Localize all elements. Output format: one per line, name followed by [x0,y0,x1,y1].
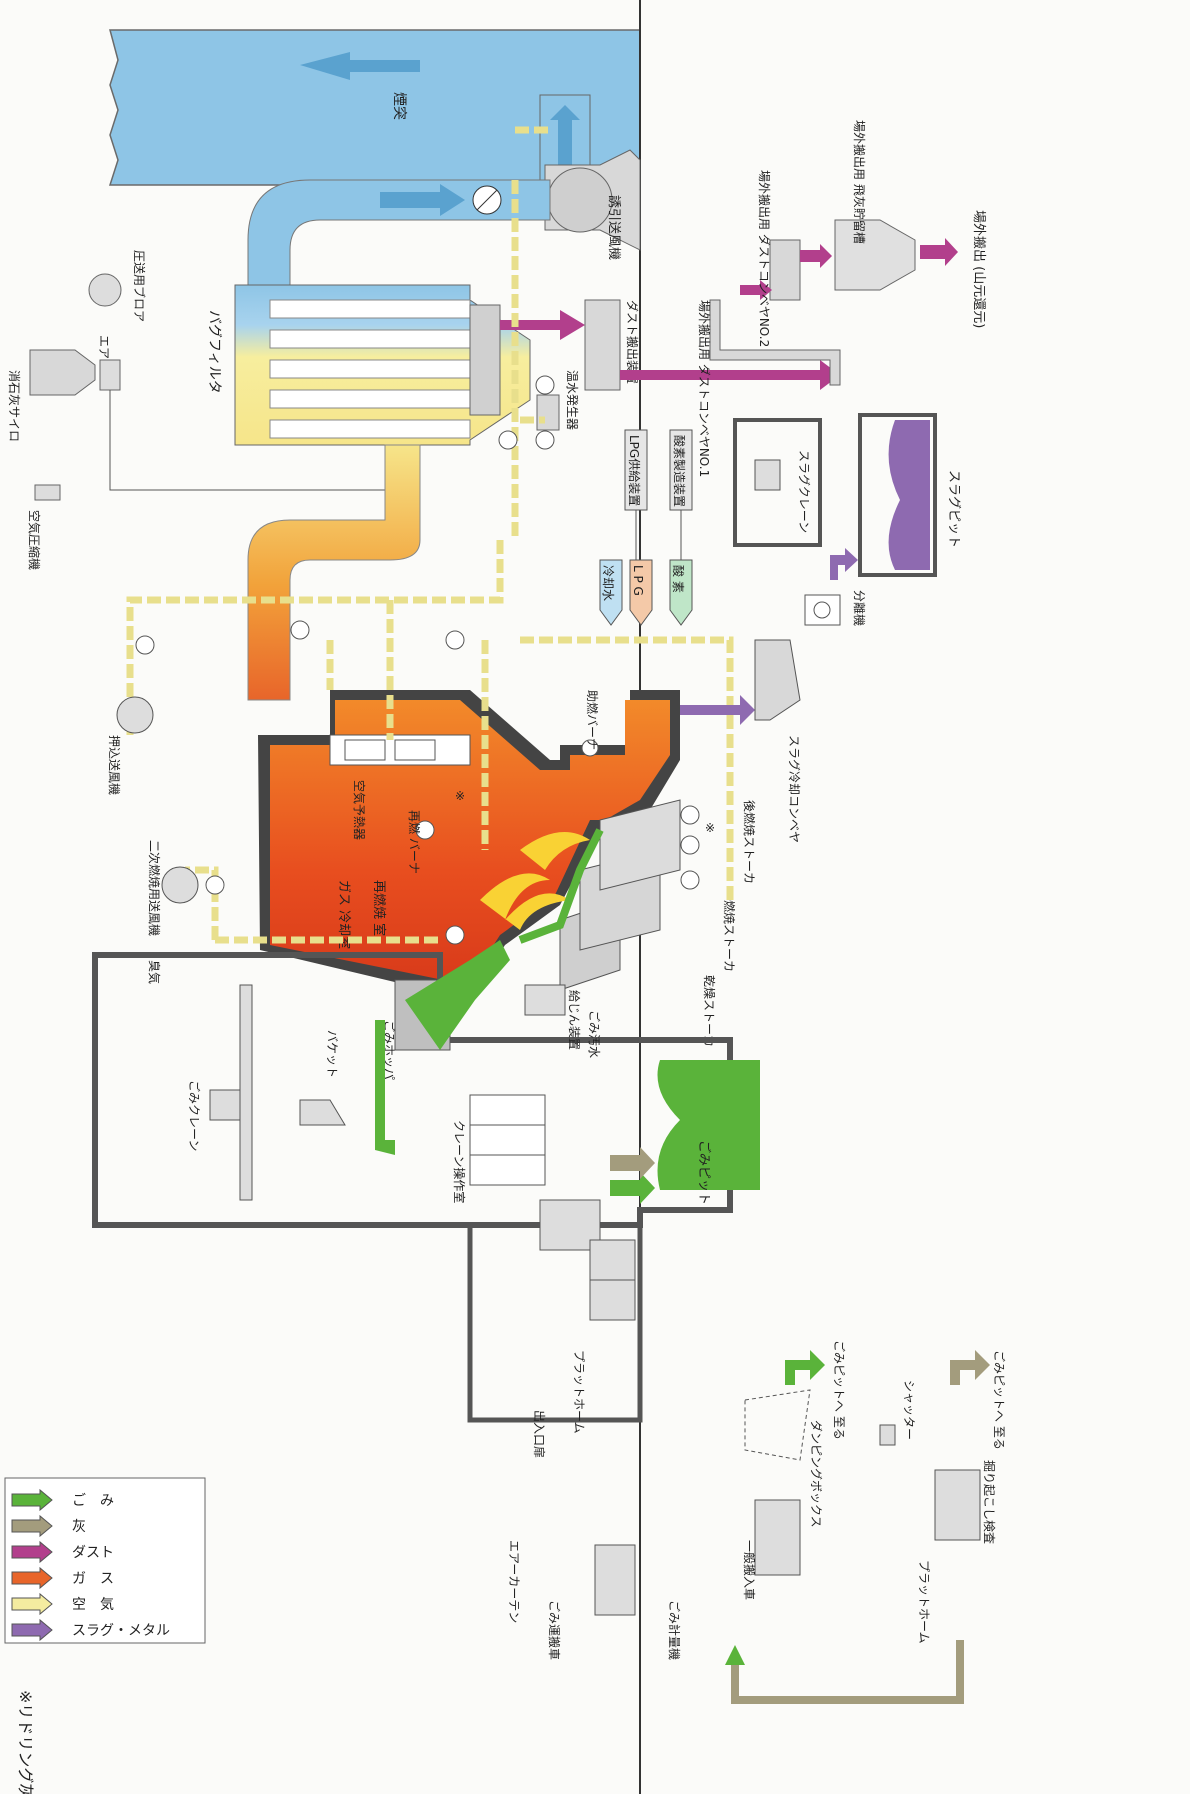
garbage-pit-label: ごみピット [696,1140,712,1205]
legend-label: ご み [72,1493,114,1509]
legend-note: ※リドリング灰 [16,1690,35,1794]
post-stoker-label: 後燃焼ストーカ [742,800,757,884]
legend-label: スラグ・メタル [72,1623,170,1639]
compressor-icon [35,485,60,500]
bag-filter: バグフィルタ [206,285,530,445]
supply-units: LPG供給装置 酸素製造装置 冷却水 L P G 酸 素 [600,430,692,625]
cooling-water-label: 冷却水 [601,565,615,601]
hot-water-label: 温水発生器 [565,370,579,430]
lpg-label: L P G [631,565,645,596]
chimney-label: 煙突 [391,92,407,120]
lpg-supply-label: LPG供給装置 [627,435,641,506]
oxygen-label: 酸 素 [671,565,686,593]
dumping-box-label: ダンピングボックス [809,1420,824,1528]
separator-label: 分離機 [852,590,867,626]
push-fan: 押込送風機 [107,697,153,795]
general-car-label: 一般搬入車 [742,1540,757,1600]
lime-silo-label: 消石灰サイロ [7,370,21,442]
ash-star-label: ※ [705,821,715,835]
legend-label: ガ ス [72,1571,114,1587]
reburn-chamber-label: 再燃焼 室 [371,880,387,936]
dry-stoker-label: 乾燥ストーカ [702,975,716,1047]
burn-stoker-label: 燃焼ストーカ [722,900,737,972]
dust-arrow-icon [620,360,840,390]
platform2-label: プラットホーム [917,1560,931,1644]
induced-fan: 誘引送風機 [545,150,640,260]
slag-system: スラグ冷却コンベヤ 分離機 スラグクレーン スラグピット [680,415,961,843]
crane-room-label: クレーン操作室 [452,1120,467,1203]
wastewater-label: ごみ汚水 [587,1010,602,1058]
slag-conveyor-label: スラグ冷却コンベヤ [787,735,801,843]
garbage-building: ごみピット クレーン操作室 ごみクレーン バケット ごみホッパ 給じん装置 ごみ… [95,940,760,1225]
scale-label: ごみ計量機 [667,1600,682,1660]
legend-label: ダスト [72,1545,114,1561]
conveyor1-label: 場外搬出用 ダストコンベヤNO.1 [697,300,712,477]
secondary-fan: 二次燃焼用送風機 臭気 [147,840,198,984]
shutter-label: シャッター [902,1380,916,1440]
air-preheater-label: 空気予熱器 [352,780,367,840]
slag-crane-label: スラグクレーン [797,450,811,533]
dump-truck-icon [590,1240,635,1280]
conveyor2-label: 場外搬出用 ダストコンベヤNO.2 [757,170,772,347]
to-pit2-label: ごみピットへ 至る [992,1350,1007,1450]
fly-ash-tank [835,220,915,290]
air-curtain-label: エアーカーテン [507,1540,521,1623]
dig-inspection-label: 掘り起こし検査 [982,1460,997,1544]
fly-ash-out-label: 場外搬出 (山元還元) [971,210,986,328]
coke-supply-label: 酸素製造装置 [672,435,687,507]
to-pit1-label: ごみピットへ 至る [832,1340,847,1440]
secondary-fan-label: 二次燃焼用送風機 [147,840,162,936]
truck-label: ごみ運搬車 [547,1600,562,1660]
induced-fan-label: 誘引送風機 [606,195,621,260]
legend-label: 灰 [72,1519,86,1535]
blower-label: 圧送用ブロア [132,250,147,322]
entrance-label: 出入口扉 [532,1410,546,1458]
blower-icon [89,274,121,306]
slag-pit-label: スラグピット [946,470,961,548]
bucket-label: バケット [325,1030,339,1078]
car-icon [755,1500,800,1575]
garbage-truck-icon [595,1545,635,1615]
legend-label: 空 気 [72,1597,114,1613]
aux-burner-label: 助燃バーナ [585,690,600,750]
feeder-label: 給じん装置 [567,990,581,1050]
dump-truck-icon [935,1470,980,1540]
fly-ash-tank-label: 場外搬出用 飛灰貯留槽 [852,120,867,244]
compressor-label: 空気圧縮機 [27,510,42,570]
general-carry-in: 一般搬入車 ダンピングボックス ごみピットへ 至る シャッター ごみピットへ 至… [725,1340,1007,1700]
reburn-burner-label: 再燃 バーナ [407,810,422,874]
dust-arrow-icon [920,238,958,266]
reburn-star-label: ※ [455,789,465,803]
push-fan-label: 押込送風機 [107,735,122,795]
platform-label: プラットホーム [572,1350,586,1434]
bag-filter-label: バグフィルタ [206,310,222,394]
odor-label: 臭気 [147,960,162,984]
crane-label: ごみクレーン [187,1080,202,1151]
